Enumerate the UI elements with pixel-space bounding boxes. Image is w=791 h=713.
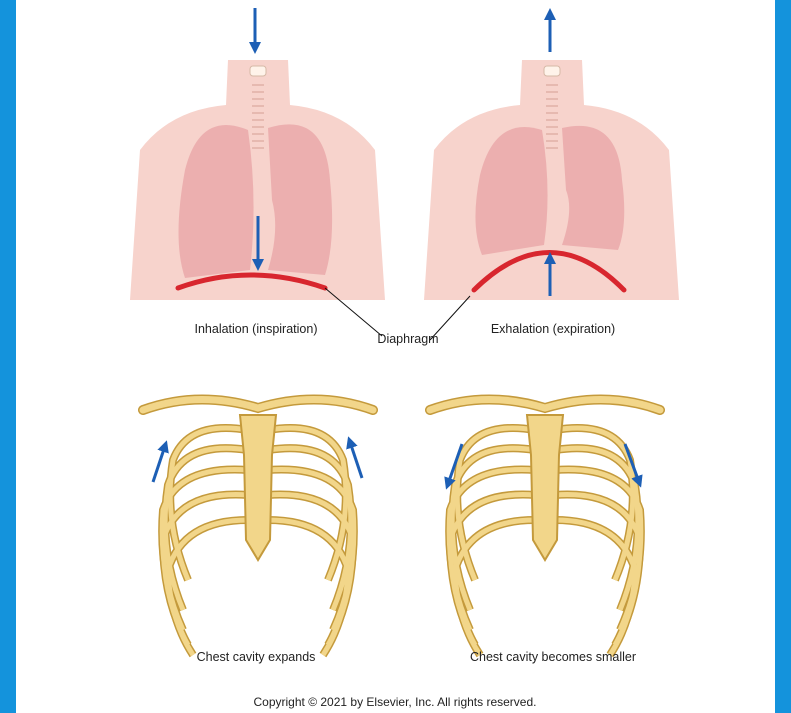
expands-caption: Chest cavity expands (197, 650, 316, 664)
smaller-caption: Chest cavity becomes smaller (470, 650, 636, 664)
diaphragm-label: Diaphragm (377, 332, 438, 346)
ribcage-icon (430, 399, 660, 655)
ribcage-icon (143, 399, 373, 655)
copyright-notice: Copyright © 2021 by Elsevier, Inc. All r… (254, 695, 537, 709)
inhalation-label: Inhalation (inspiration) (195, 322, 318, 336)
exhalation-label: Exhalation (expiration) (491, 322, 615, 336)
